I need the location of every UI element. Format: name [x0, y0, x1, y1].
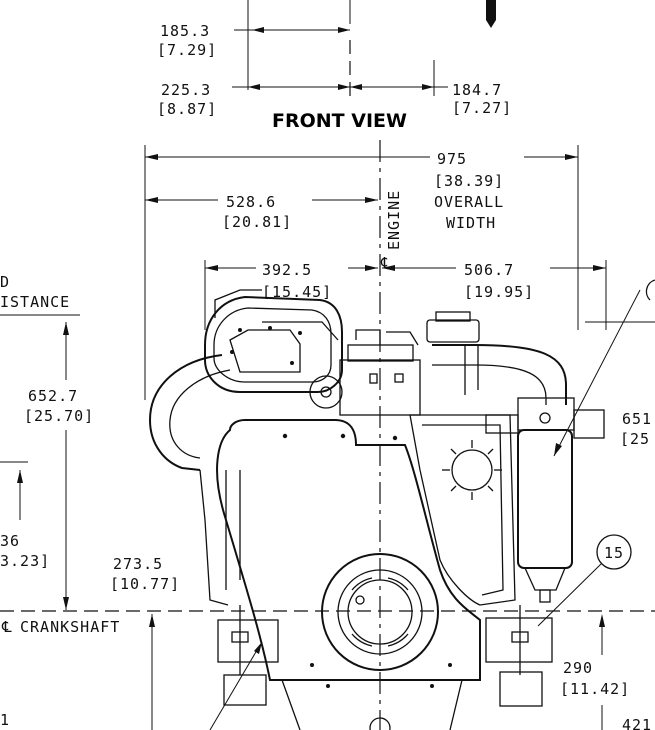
dim-528: 528.6 [20.81] — [145, 193, 378, 231]
arrow — [554, 443, 562, 456]
sun-gear — [451, 449, 493, 491]
overall-mm: 975 — [437, 150, 467, 168]
arrow — [252, 27, 264, 33]
arrow — [149, 614, 155, 627]
engine-body — [148, 289, 605, 730]
arrow — [365, 265, 378, 271]
right-clip-3: 421 — [622, 716, 652, 730]
leader-mount-left — [209, 644, 261, 730]
engine-cl-label: ENGINE — [385, 190, 403, 250]
dim-185-in: [7.29] — [157, 41, 217, 59]
dim-392-in: [15.45] — [262, 283, 332, 301]
dim-506-in: [19.95] — [464, 283, 534, 301]
dim-652-mm: 652.7 — [28, 387, 78, 405]
left-clip-4: 3.23] — [0, 552, 50, 570]
balloon-clip — [645, 279, 655, 301]
filler-cap — [426, 319, 480, 343]
oil-pan — [281, 679, 463, 730]
dim-273-mm: 273.5 — [113, 555, 163, 573]
dim-184-mm: 184.7 — [452, 81, 502, 99]
overall-label-1: OVERALL — [434, 193, 504, 211]
arrow — [17, 470, 23, 483]
thermostat-housing — [339, 359, 421, 416]
arrow — [145, 154, 158, 160]
dim-506-mm: 506.7 — [464, 261, 514, 279]
right-clip-2: [25 — [620, 430, 650, 448]
timing-cover-right — [409, 414, 516, 606]
balloon-15-label: 15 — [604, 544, 624, 562]
leader-line — [553, 289, 641, 457]
arrow — [248, 84, 260, 90]
left-side-dims: D ISTANCE 652.7 [25.70] 36 3.23] 1 273.5… — [0, 273, 180, 730]
dim-290-mm: 290 — [563, 659, 593, 677]
cover-rib — [262, 321, 339, 341]
mount-right — [485, 617, 553, 663]
arrow — [565, 154, 578, 160]
balloon-15-leader — [537, 563, 602, 627]
cover-bracket — [214, 289, 262, 318]
arrow — [145, 197, 158, 203]
crank-pulley — [321, 553, 439, 671]
dim-528-in: [20.81] — [222, 213, 292, 231]
arrow — [254, 642, 262, 654]
left-clip-5: 1 — [0, 711, 10, 729]
intake-hose-inner — [169, 369, 231, 459]
overall-width-dimension: 975 [38.39] OVERALL WIDTH ENGINE ℄ — [144, 145, 579, 400]
overall-in: [38.39] — [434, 172, 504, 190]
coolant-tube — [432, 344, 567, 405]
dim-225-in: [8.87] — [157, 100, 217, 118]
front-cover — [204, 295, 343, 393]
front-cover-inner — [213, 307, 332, 383]
dim-528-mm: 528.6 — [226, 193, 276, 211]
cl-crank-symbol: ℄ — [1, 618, 13, 636]
arrow — [350, 84, 362, 90]
dim-290-in: [11.42] — [560, 680, 630, 698]
balloon-15 — [596, 534, 632, 570]
gear-cover — [216, 419, 481, 681]
oil-filter-base — [524, 567, 566, 591]
right-side-dims: 651 [25 290 [11.42] 421 15 — [537, 279, 655, 730]
idler-pulley — [309, 375, 343, 409]
dim-392-mm: 392.5 — [262, 261, 312, 279]
dim-225-mm: 225.3 — [161, 81, 211, 99]
crankshaft-label: CRANKSHAFT — [20, 618, 120, 636]
arrow — [338, 84, 350, 90]
belt — [229, 329, 301, 373]
arrow — [63, 322, 69, 335]
arrow — [205, 265, 218, 271]
dim-652-in: [25.70] — [24, 407, 94, 425]
dim-273-in: [10.77] — [110, 575, 180, 593]
view-title: FRONT VIEW — [272, 110, 407, 132]
block-left — [199, 469, 229, 606]
header-dimensions: 185.3 [7.29] 225.3 [8.87] 184.7 [7.27] F… — [157, 0, 512, 132]
left-clip-3: 36 — [0, 532, 20, 550]
left-clip-2: ISTANCE — [0, 293, 70, 311]
dim-184-in: [7.27] — [452, 99, 512, 117]
arrow — [338, 27, 350, 33]
top-right-mark — [486, 0, 496, 28]
left-clip-1: D — [0, 273, 10, 291]
overall-label-2: WIDTH — [446, 214, 496, 232]
dim-185-mm: 185.3 — [160, 22, 210, 40]
crankshaft-centerline: ℄ CRANKSHAFT — [0, 140, 655, 730]
arrow — [599, 614, 605, 627]
dim-392-506: 392.5 [15.45] 506.7 [19.95] — [204, 260, 607, 330]
arrow — [365, 197, 378, 203]
mount-left — [217, 619, 279, 663]
oil-filter — [517, 429, 573, 569]
arrow — [63, 597, 69, 610]
cl-symbol: ℄ — [380, 254, 392, 272]
arrow — [593, 265, 606, 271]
arrow — [382, 265, 395, 271]
arrow — [422, 84, 434, 90]
right-clip-1: 651 — [622, 410, 652, 428]
intake-hose — [148, 354, 223, 471]
